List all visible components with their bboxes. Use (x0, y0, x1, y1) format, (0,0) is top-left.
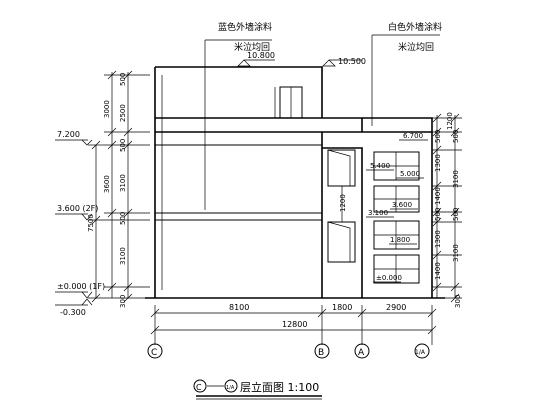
elev-3100: 3.100 (368, 209, 388, 217)
dim-right-1400-b: 1400 (434, 262, 442, 280)
axis-c: C (151, 348, 157, 358)
white-paint-label: 白色外墙涂料 (388, 21, 442, 33)
dim-bottom-1800: 1800 (332, 303, 352, 312)
title-axis-c: C (196, 383, 202, 392)
tower-windows (373, 151, 420, 284)
elev-5000: 5.000 (400, 170, 420, 178)
right-elevation-marks (366, 139, 428, 283)
dim-bottom-2900: 2900 (386, 303, 406, 312)
dim-left-3100-a: 3100 (119, 174, 127, 192)
axis-1a: 1/A (415, 349, 426, 356)
dim-left-3600: 3600 (103, 175, 111, 193)
drawing-title (193, 379, 322, 400)
elev-6700: 6.700 (403, 132, 423, 140)
title-axis-1a: 1/A (226, 385, 235, 391)
elev-3600: 3.600 (2F) (57, 204, 98, 213)
elev-7200: 7.200 (57, 130, 80, 139)
dim-right-1200: 1200 (446, 112, 454, 130)
building-outline (145, 66, 445, 299)
left-elevation-marks (55, 139, 93, 306)
dim-left-300: 300 (119, 295, 127, 308)
axis-bubbles (147, 343, 430, 359)
dim-left-3100-b: 3100 (119, 247, 127, 265)
drawing-title-text: 层立面图 1:100 (240, 380, 319, 394)
dim-right-3100-a: 3100 (452, 170, 460, 188)
dim-left-500-a: 500 (119, 73, 127, 86)
paint-leaders (204, 34, 440, 210)
blue-paint-label: 蓝色外墙涂料 (218, 21, 272, 33)
dim-right-1300-b: 1300 (434, 230, 442, 248)
elev-neg-300: -0.300 (60, 308, 86, 317)
stair-windows (327, 149, 356, 263)
penthouse-door (274, 86, 303, 119)
elev-1800: 1.800 (390, 236, 410, 244)
dim-window-1200: 1200 (339, 194, 347, 212)
elev-10500: 10.500 (338, 57, 366, 66)
dim-right-500-d: 500 (452, 208, 460, 221)
elev-3600-r: 3.600 (392, 201, 412, 209)
right-dimension-lines (432, 113, 462, 303)
axis-a: A (358, 348, 365, 358)
dim-right-300: 300 (454, 295, 462, 308)
dim-right-1400-a: 1400 (434, 187, 442, 205)
dim-left-2500: 2500 (119, 104, 127, 122)
dim-left-500-c: 500 (119, 212, 127, 225)
white-paint-sub: 米泣均回 (398, 41, 434, 53)
elev-10800: 10.800 (247, 51, 275, 60)
top-elevation-marks (237, 59, 362, 67)
elev-5400: 5.400 (370, 162, 390, 170)
dim-bottom-8100: 8100 (229, 303, 249, 312)
dim-left-500-b: 500 (119, 139, 127, 152)
dim-right-500-b: 500 (434, 208, 442, 221)
elev-0000-r: ±0.000 (376, 274, 402, 282)
dim-right-500-a: 500 (434, 130, 442, 143)
axis-b: B (318, 348, 324, 358)
dim-left-7500: 7500 (87, 214, 95, 232)
dim-left-3000: 3000 (103, 100, 111, 118)
dim-right-500-c: 500 (452, 130, 460, 143)
dim-right-1300-a: 1300 (434, 154, 442, 172)
blue-paint-sub: 米泣均回 (234, 41, 270, 53)
dim-right-3100-b: 3100 (452, 244, 460, 262)
elev-0000: ±0.000 (1F) (57, 282, 105, 291)
dim-bottom-12800: 12800 (282, 320, 307, 329)
left-dimension-lines (88, 70, 150, 303)
bottom-dimension-lines (150, 305, 437, 345)
